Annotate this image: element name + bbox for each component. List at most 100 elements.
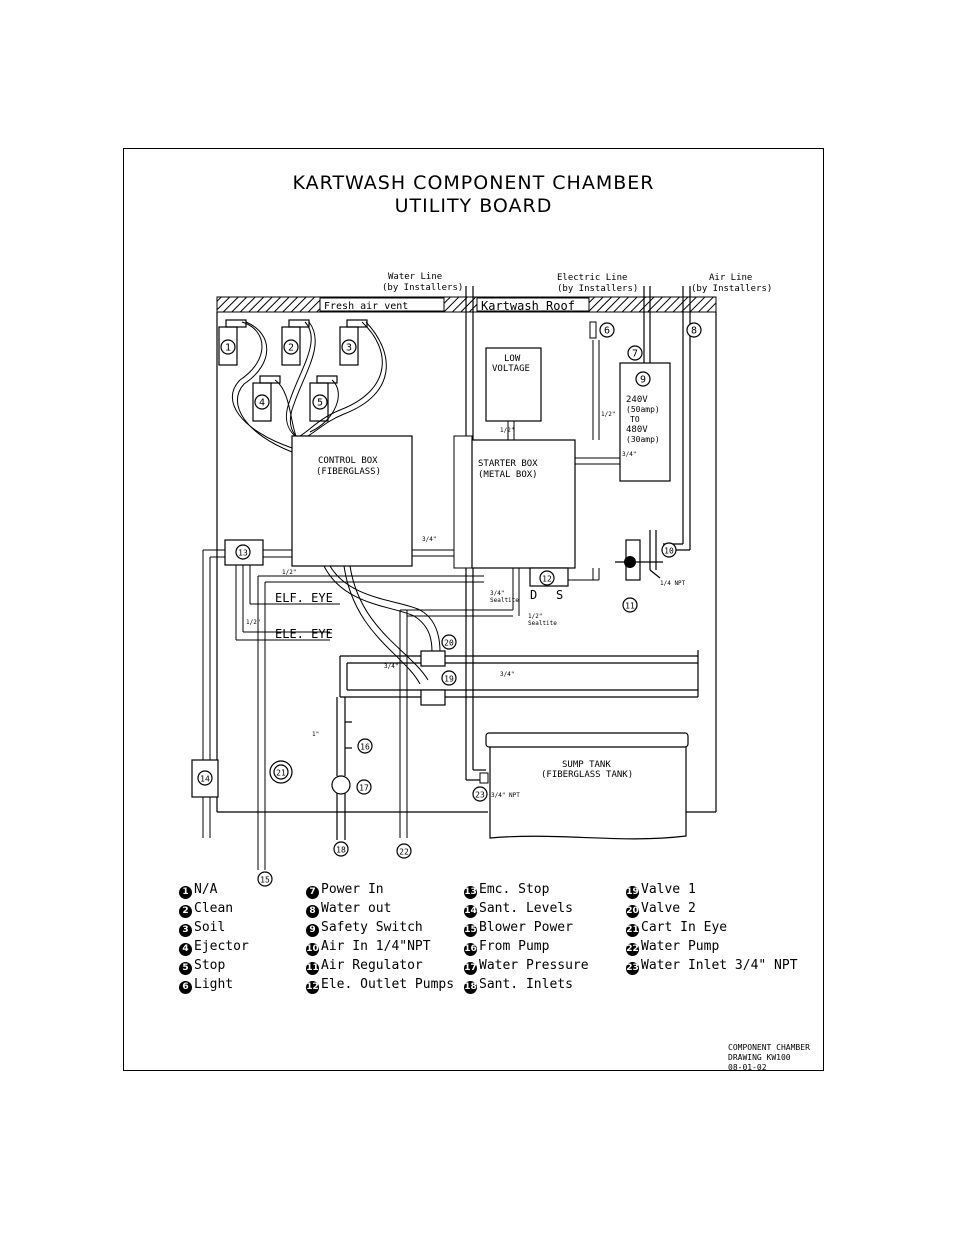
legend-number-badge: 16 xyxy=(464,943,477,956)
sealtite-12-sub: Sealtite xyxy=(528,620,557,627)
component-badge-19: 19 xyxy=(441,670,457,686)
safety-switch-a1: (50amp) xyxy=(626,405,660,414)
legend-number-badge: 7 xyxy=(306,886,319,899)
inlet-npt-label: 3/4" NPT xyxy=(491,792,520,799)
legend-label: Emc. Stop xyxy=(479,882,550,897)
water-inlet-fitting xyxy=(479,772,489,784)
component-badge-9: 9 xyxy=(635,371,651,387)
component-badge-17: 17 xyxy=(356,779,372,795)
badge-number: 8 xyxy=(691,326,697,337)
legend-label: Clean xyxy=(194,901,234,916)
badge-number: 6 xyxy=(604,326,610,337)
badge-circle xyxy=(599,322,615,338)
control-pipe-label: 3/4" xyxy=(422,536,436,543)
legend-number-badge: 14 xyxy=(464,905,477,918)
drawing-frame xyxy=(123,148,824,1071)
legend-label: Valve 2 xyxy=(641,901,696,916)
drawing-info-block: COMPONENT CHAMBER DRAWING KW100 08-01-02 xyxy=(728,1043,810,1073)
legend-number-badge: 12 xyxy=(306,981,319,994)
light-fitting xyxy=(589,321,597,339)
water-line-sub: (by Installers) xyxy=(382,283,463,293)
badge-number: 9 xyxy=(640,375,646,386)
component-badge-6: 6 xyxy=(599,322,615,338)
legend-number-badge: 3 xyxy=(179,924,192,937)
badge-circle xyxy=(333,841,349,857)
badge-circle xyxy=(357,738,373,754)
badge-circle xyxy=(356,779,372,795)
badge-number: 15 xyxy=(260,876,270,885)
legend-label: N/A xyxy=(194,882,218,897)
component-badge-18: 18 xyxy=(333,841,349,857)
drawing-title: KARTWASH COMPONENT CHAMBER UTILITY BOARD xyxy=(123,172,824,218)
badge-number: 3 xyxy=(346,343,352,354)
badge-number: 20 xyxy=(444,639,454,648)
elf-eye-label: ELF. EYE xyxy=(275,591,333,605)
safety-switch-v2: 480V xyxy=(626,425,648,435)
badge-number: 7 xyxy=(632,349,638,360)
sump-tank-label: SUMP TANK xyxy=(562,760,611,770)
water-manifold xyxy=(336,650,699,840)
valves xyxy=(218,319,368,422)
badge-number: 4 xyxy=(259,398,265,409)
badge-circle xyxy=(539,570,555,586)
safety-switch-a2: (30amp) xyxy=(626,435,660,444)
water-pressure-gauge xyxy=(331,775,351,795)
badge-number: 16 xyxy=(360,743,370,752)
legend-label: Cart In Eye xyxy=(641,920,728,935)
legend-label: Water out xyxy=(321,901,392,916)
badge-number: 5 xyxy=(317,398,323,409)
badge-number: 13 xyxy=(238,549,248,558)
badge-circle xyxy=(661,542,677,558)
component-badge-23: 23 xyxy=(472,786,488,802)
badge-circle xyxy=(441,634,457,650)
legend-label: Water Pressure xyxy=(479,958,589,973)
component-badge-5: 5 xyxy=(312,394,328,410)
badge-circle xyxy=(635,371,651,387)
legend-label: Safety Switch xyxy=(321,920,423,935)
legend-label: Sant. Levels xyxy=(479,901,573,916)
legend-label: Air Regulator xyxy=(321,958,423,973)
component-badge-13: 13 xyxy=(235,544,251,560)
legend-number-badge: 23 xyxy=(626,962,639,975)
legend-label: Blower Power xyxy=(479,920,573,935)
electric-line-label: Electric Line xyxy=(557,273,627,283)
switch-pipe-label-2: 3/4" xyxy=(622,451,636,458)
sump-tank-sub: (FIBERGLASS TANK) xyxy=(541,770,633,780)
badge-circle xyxy=(220,339,236,355)
badge-number: 19 xyxy=(444,675,454,684)
low-voltage-box xyxy=(485,347,542,422)
outlet-letter-s: S xyxy=(556,588,563,602)
air-regulator-knob xyxy=(624,556,636,568)
badge-circle xyxy=(257,871,273,887)
badge-number: 23 xyxy=(475,791,485,800)
legend-number-badge: 11 xyxy=(306,962,319,975)
air-regulator xyxy=(615,530,663,581)
badge-number: 17 xyxy=(359,784,369,793)
ele-eye-label: ELE. EYE xyxy=(275,627,333,641)
badge-circle xyxy=(312,394,328,410)
badge-circle xyxy=(472,786,488,802)
legend-number-badge: 8 xyxy=(306,905,319,918)
air-npt-label: 1/4 NPT xyxy=(660,580,686,587)
legend-label: Stop xyxy=(194,958,226,973)
badge-number: 10 xyxy=(664,547,674,556)
eye-pipe-label: 1/2" xyxy=(246,619,260,626)
starter-box-sub: (METAL BOX) xyxy=(478,470,538,480)
sealtite-34-sub: Sealtite xyxy=(490,597,519,604)
badge-circle xyxy=(254,394,270,410)
control-box-sub: (FIBERGLASS) xyxy=(316,467,381,477)
low-voltage-conduit xyxy=(507,421,515,440)
outlet-letter-d: D xyxy=(530,588,537,602)
legend-number-badge: 5 xyxy=(179,962,192,975)
drawing-info-number: DRAWING KW100 xyxy=(728,1053,791,1062)
